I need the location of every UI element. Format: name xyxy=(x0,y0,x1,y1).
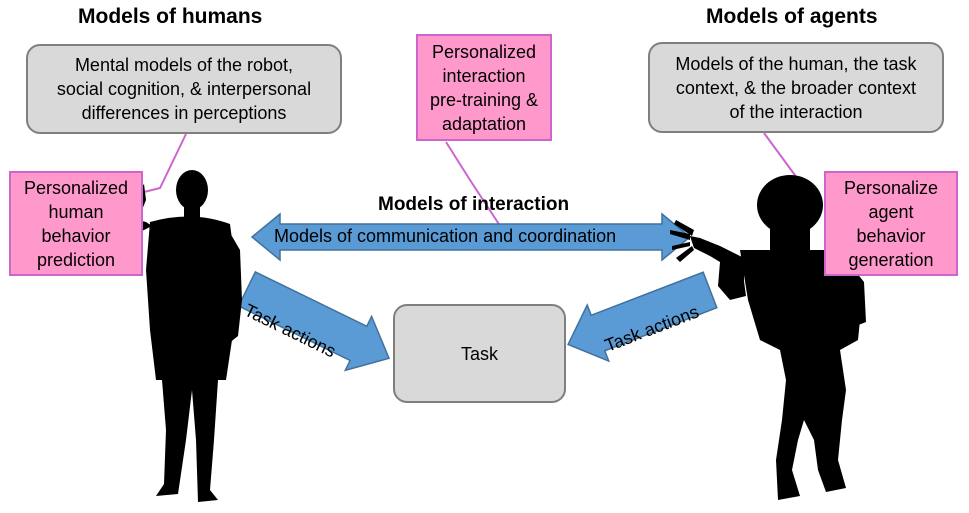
human-mental-models-line: Mental models of the robot, xyxy=(74,55,294,75)
pretraining-line: pre-training & xyxy=(429,89,539,110)
heading-models-of-humans: Models of humans xyxy=(78,5,263,28)
generation-line: generation xyxy=(848,249,934,270)
prediction-line: behavior xyxy=(41,225,111,246)
agent-models-line: Models of the human, the task xyxy=(675,53,917,74)
pretraining-adaptation-box: Personalized interaction pre-training & … xyxy=(416,34,552,141)
generation-line: Personalize xyxy=(843,177,939,198)
task-actions-arrow-right xyxy=(567,271,718,363)
prediction-line: prediction xyxy=(36,249,116,270)
human-mental-models-line: differences in perceptions xyxy=(81,103,287,123)
human-behavior-prediction-box: Personalized human behavior prediction xyxy=(9,171,143,276)
prediction-line: Personalized xyxy=(23,177,129,198)
heading-models-of-agents: Models of agents xyxy=(706,5,878,28)
connector-line xyxy=(763,132,801,183)
generation-line: behavior xyxy=(856,225,926,246)
generation-line: agent xyxy=(868,201,914,222)
connector-line xyxy=(445,141,509,239)
connector-line xyxy=(143,133,187,193)
task-box: Task xyxy=(393,304,566,403)
agent-models-line: context, & the broader context xyxy=(675,77,917,98)
agent-models-line: of the interaction xyxy=(729,101,863,122)
communication-arrow-label: Models of communication and coordination xyxy=(274,226,617,246)
agent-behavior-generation-box: Personalize agent behavior generation xyxy=(824,171,958,276)
task-actions-arrow-left xyxy=(237,270,391,372)
human-mental-models-line: social cognition, & interpersonal xyxy=(56,79,312,99)
pretraining-line: adaptation xyxy=(441,113,527,134)
agent-models-box: Models of the human, the task context, &… xyxy=(648,42,944,133)
pretraining-line: Personalized xyxy=(431,41,537,62)
pretraining-line: interaction xyxy=(442,65,526,86)
task-label: Task xyxy=(460,343,498,364)
heading-models-of-interaction: Models of interaction xyxy=(378,194,570,215)
prediction-line: human xyxy=(48,201,104,222)
robot-silhouette-icon xyxy=(670,175,866,500)
human-mental-models-box: Mental models of the robot, social cogni… xyxy=(26,44,342,134)
